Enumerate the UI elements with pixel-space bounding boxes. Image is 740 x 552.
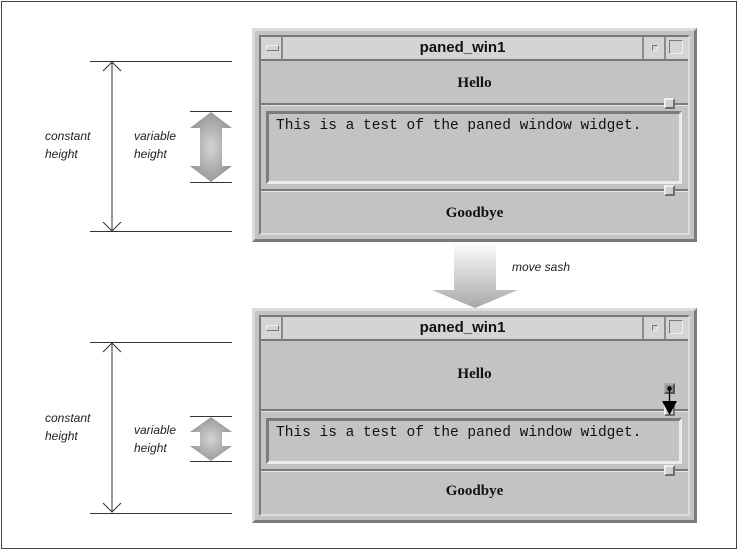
maximize-button[interactable] (666, 317, 688, 339)
variable-bottom-guide (190, 182, 232, 183)
sash-handle-bottom[interactable] (664, 465, 675, 476)
maximize-icon (669, 40, 683, 54)
variable-height-label: variable height (134, 127, 176, 163)
constant-height-arrow-icon (102, 61, 122, 232)
hello-label: Hello (457, 366, 492, 382)
variable-height-label-2: variable height (134, 421, 176, 457)
variable-label-line1: variable (134, 129, 177, 143)
paned-window-after: paned_win1 Hello This is a test of the p… (252, 308, 697, 523)
sash-handle-bottom[interactable] (664, 185, 675, 196)
window-menu-button[interactable] (261, 37, 283, 59)
maximize-icon (669, 320, 683, 334)
constant-height-arrow-icon-2 (102, 342, 122, 513)
pane-separator-bottom (261, 469, 688, 472)
constant-top-guide (90, 61, 232, 62)
paned-window-before: paned_win1 Hello This is a test of the p… (252, 28, 697, 242)
constant-label-line1: constant (45, 411, 91, 425)
window-menu-button[interactable] (261, 317, 283, 339)
variable-label-line2: height (134, 147, 167, 161)
pane-separator-top (261, 103, 688, 106)
variable-height-arrow-icon-2 (190, 417, 232, 461)
title-bar[interactable]: paned_win1 (261, 37, 688, 61)
variable-label-line2: height (134, 441, 167, 455)
variable-top-guide-2 (190, 416, 232, 417)
text-value: This is a test of the paned window widge… (276, 425, 642, 441)
constant-label-line2: height (45, 429, 78, 443)
text-content[interactable]: This is a test of the paned window widge… (275, 425, 641, 441)
minimize-button[interactable] (644, 317, 666, 339)
window-menu-icon (266, 45, 279, 51)
text-pane[interactable]: This is a test of the paned window widge… (266, 418, 682, 464)
constant-label-line2: height (45, 147, 78, 161)
pane-separator-top (261, 409, 688, 412)
window-title: paned_win1 (283, 37, 644, 59)
window-client-area: paned_win1 Hello This is a test of the p… (259, 35, 690, 235)
goodbye-label: Goodbye (445, 205, 504, 221)
constant-bottom-guide (90, 231, 232, 232)
minimize-button[interactable] (644, 37, 666, 59)
constant-height-label-2: constant height (45, 409, 90, 445)
drag-arrow-icon (662, 386, 677, 415)
move-sash-label: move sash (512, 260, 571, 274)
constant-height-label: constant height (45, 127, 90, 163)
constant-top-guide-2 (90, 342, 232, 343)
text-content[interactable]: This is a test of the paned window widge… (275, 118, 641, 134)
move-sash-arrow-icon (432, 242, 518, 308)
text-value: This is a test of the paned window widge… (276, 118, 642, 134)
hello-label: Hello (457, 75, 492, 91)
variable-height-arrow-icon (190, 112, 232, 182)
sash-handle-top[interactable] (664, 98, 675, 109)
pane-separator-bottom (261, 189, 688, 192)
variable-top-guide (190, 111, 232, 112)
variable-bottom-guide-2 (190, 461, 232, 462)
minimize-icon (652, 325, 658, 331)
constant-label-line1: constant (45, 129, 91, 143)
window-title: paned_win1 (283, 317, 644, 339)
title-bar[interactable]: paned_win1 (261, 317, 688, 341)
maximize-button[interactable] (666, 37, 688, 59)
window-client-area: paned_win1 Hello This is a test of the p… (259, 315, 690, 516)
constant-bottom-guide-2 (90, 513, 232, 514)
minimize-icon (652, 45, 658, 51)
variable-label-line1: variable (134, 423, 177, 437)
window-menu-icon (266, 325, 279, 331)
goodbye-label: Goodbye (445, 483, 504, 499)
text-pane[interactable]: This is a test of the paned window widge… (266, 111, 682, 184)
